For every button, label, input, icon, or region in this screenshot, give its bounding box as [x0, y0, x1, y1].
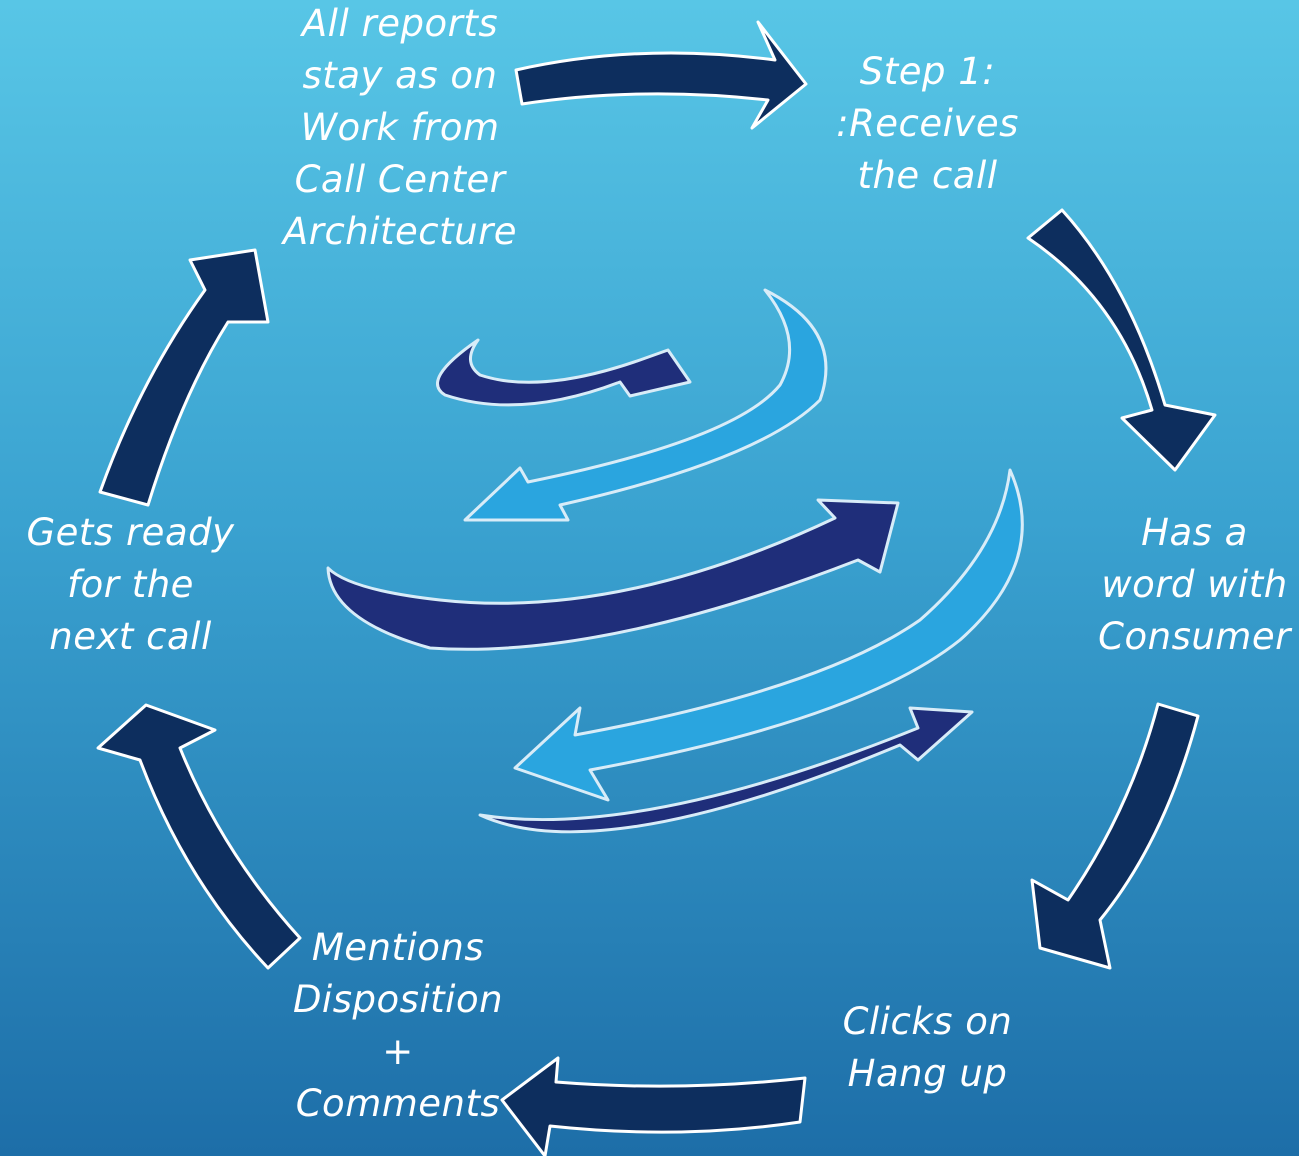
globe-arrow-dark-bottom: [478, 706, 974, 834]
globe-arrow-light-2: [513, 468, 1024, 802]
step-5-line-2: for the: [67, 563, 194, 606]
step-2-line-1: Has a: [1141, 511, 1248, 554]
step-3-line-2: Hang up: [847, 1052, 1008, 1095]
globe-arrow-dark-small: [435, 338, 692, 407]
step-6-line-5: Architecture: [282, 210, 518, 253]
step-3-line-1: Clicks on: [842, 1000, 1013, 1043]
step-6-label: All reports stay as on Work from Call Ce…: [275, 0, 525, 258]
step-6-line-4: Call Center: [294, 158, 506, 201]
step-2-line-3: Consumer: [1098, 615, 1291, 658]
step-4-line-2: Disposition: [292, 978, 504, 1021]
cycle-arrow-lower-left-icon: [96, 703, 302, 970]
step-2-line-2: word with: [1101, 563, 1288, 606]
step-6-line-1: All reports: [301, 2, 499, 45]
step-5-line-3: next call: [49, 615, 212, 658]
step-5-label: Gets ready for the next call: [8, 507, 253, 663]
step-1-line-1: Step 1:: [859, 50, 996, 93]
cycle-arrow-bottom-icon: [500, 1056, 807, 1156]
step-1-line-3: the call: [857, 154, 998, 197]
cycle-arrows: [96, 20, 1217, 1156]
step-4-line-4: Comments: [295, 1082, 501, 1125]
step-3-label: Clicks on Hang up: [820, 996, 1035, 1100]
step-4-label: Mentions Disposition + Comments: [280, 922, 516, 1130]
cycle-arrow-upper-right-icon: [1026, 208, 1217, 472]
step-6-line-2: stay as on: [302, 54, 498, 97]
globe-arrow-dark-middle: [326, 498, 900, 651]
step-1-line-2: :Receives: [836, 102, 1019, 145]
step-2-label: Has a word with Consumer: [1090, 507, 1299, 663]
step-4-line-1: Mentions: [311, 926, 485, 969]
cycle-arrow-top-icon: [514, 20, 808, 130]
cycle-arrow-upper-left-icon: [98, 248, 270, 507]
step-4-line-3: +: [382, 1030, 414, 1073]
step-6-line-3: Work from: [300, 106, 500, 149]
step-5-line-1: Gets ready: [26, 511, 235, 554]
globe-arrows-icon: [326, 288, 1024, 834]
globe-arrow-light-1: [463, 288, 828, 522]
step-1-label: Step 1: :Receives the call: [820, 46, 1035, 202]
cycle-arrow-lower-right-icon: [1030, 702, 1200, 970]
